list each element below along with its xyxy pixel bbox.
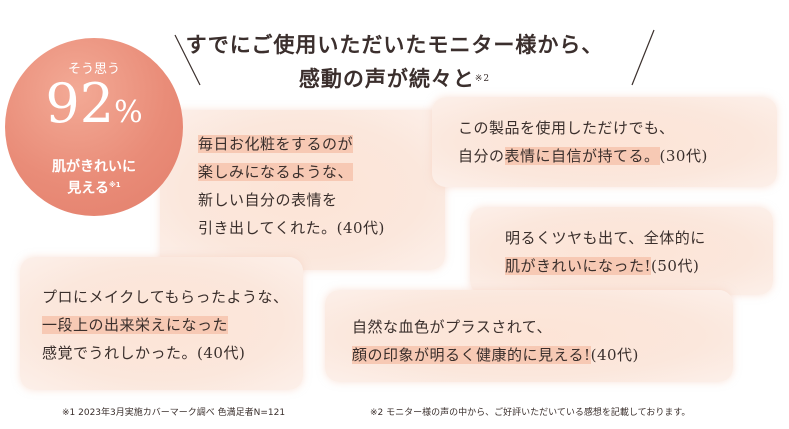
badge-top-label: そう思う (67, 62, 120, 77)
right-slash (631, 29, 655, 86)
headline: すでにご使用いただいたモニター様から、 感動の声が続々と※2 (0, 28, 789, 96)
quote-3: 明るくツヤも出て、全体的に 肌がきれいになった!(50代) (505, 229, 706, 275)
quote-4: プロにメイクしてもらったような、 一段上の出来栄えになった 感覚でうれしかった。… (42, 288, 289, 362)
badge-note-mark: ※1 (108, 181, 121, 189)
left-slash (174, 34, 201, 86)
quote-5: 自然な血色がプラスされて、 顔の印象が明るく健康的に見える!(40代) (352, 318, 639, 364)
footnote-1: ※1 2023年3月実施カバーマーク調べ 色満足者N=121 (62, 408, 286, 418)
headline-line1: すでにご使用いただいたモニター様から、 (185, 32, 604, 57)
footnote-2: ※2 モニター様の声の中から、ご好評いただいている感想を記載しております。 (370, 408, 691, 418)
badge-percentage: 92% (45, 72, 143, 135)
quote-card-3 (470, 207, 773, 295)
quote-2: この製品を使用しただけでも、 自分の表情に自信が持てる。(30代) (458, 119, 708, 165)
headline-note-mark: ※2 (474, 74, 491, 84)
quote-1: 毎日お化粧をするのが 楽しみになるような、 新しい自分の表情を 引き出してくれた… (198, 135, 385, 237)
quote-card-5 (325, 290, 733, 382)
headline-line2: 感動の声が続々と※2 (298, 66, 491, 91)
quote-card-2 (432, 97, 777, 187)
badge-caption: 肌がきれいに 見える※1 (52, 159, 136, 197)
satisfaction-badge: そう思う 92% 肌がきれいに 見える※1 (5, 38, 183, 216)
